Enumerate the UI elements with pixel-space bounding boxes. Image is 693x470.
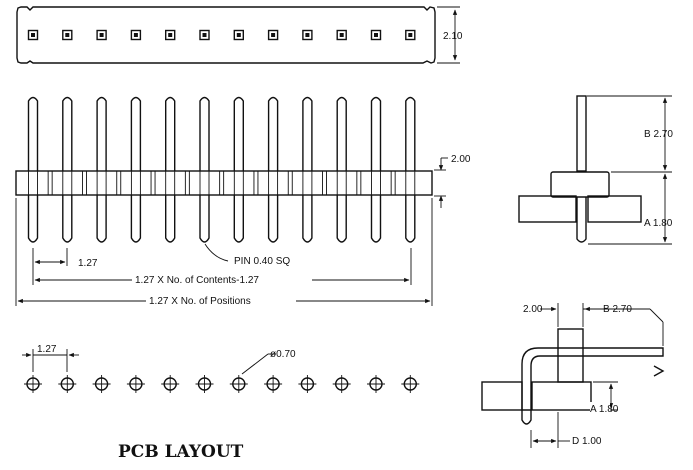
top-pin-center — [374, 33, 378, 37]
side-b-label: B 2.70 — [644, 129, 673, 140]
top-pin-square — [233, 29, 245, 41]
positions-formula-label: 1.27 X No. of Positions — [149, 296, 251, 307]
top-pin-square — [267, 29, 279, 41]
top-pin-center — [236, 33, 241, 37]
front-pin-upper — [302, 96, 313, 171]
front-pin-lower — [370, 195, 382, 243]
pcb-holes — [24, 375, 420, 393]
top-pin-center — [408, 33, 413, 37]
right-angle-view: 2.00 B 2.70 A 1.80 D 1.00 — [481, 303, 665, 448]
front-pin-upper — [370, 96, 382, 171]
front-pin-upper — [336, 96, 347, 171]
pcb-pitch-label: 1.27 — [37, 344, 57, 355]
pin-size-label: PIN 0.40 SQ — [234, 256, 290, 267]
top-pin-center — [31, 33, 35, 37]
top-pin-center — [271, 33, 276, 37]
front-pin-upper — [62, 96, 73, 171]
top-pin-square — [199, 29, 210, 41]
front-pin-lower — [336, 195, 347, 243]
front-pin-lower — [199, 195, 210, 243]
contents-formula-label: 1.27 X No. of Contents-1.27 — [135, 275, 259, 286]
pitch-label: 1.27 — [78, 258, 98, 269]
front-pin-upper — [405, 96, 416, 171]
front-pin-lower — [62, 195, 73, 243]
front-pin-lower — [233, 195, 244, 243]
top-pin-square — [130, 29, 142, 41]
front-pin-upper — [165, 96, 176, 171]
front-pin-lower — [267, 195, 279, 243]
pcb-layout-title: PCB LAYOUT — [118, 442, 244, 462]
front-pin-lower — [130, 195, 142, 243]
housing-height-label: 2.00 — [451, 154, 471, 165]
ra-a-label: A 1.80 — [590, 404, 619, 415]
side-a-label: A 1.80 — [644, 218, 673, 229]
ra-d-label: D 1.00 — [572, 436, 602, 447]
front-pin-upper — [130, 96, 142, 171]
top-pin-center — [202, 33, 207, 37]
top-pin-square — [62, 29, 73, 41]
front-pin-lower — [302, 195, 313, 243]
ra-b-label: B 2.70 — [603, 304, 632, 315]
front-pin-lower — [27, 195, 39, 243]
top-view: 2.10 — [16, 6, 463, 64]
front-pin-upper — [27, 96, 39, 171]
hole-diameter-label: ø0.70 — [270, 349, 296, 360]
top-pin-center — [99, 33, 104, 37]
front-view: 2.00 PIN 0.40 SQ 1.27 1.27 X No. of Cont… — [15, 96, 471, 307]
top-pin-square — [27, 29, 39, 41]
top-pin-center — [339, 33, 344, 37]
front-pin-upper — [96, 96, 107, 171]
front-pin-upper — [267, 96, 279, 171]
front-pin-upper — [233, 96, 244, 171]
top-pin-square — [96, 29, 107, 41]
top-pin-square — [302, 29, 313, 41]
side-view: B 2.70 A 1.80 — [518, 95, 673, 245]
top-pin-square — [336, 29, 347, 41]
front-pin-lower — [165, 195, 176, 243]
top-height-label: 2.10 — [443, 31, 463, 42]
top-pin-center — [133, 33, 138, 37]
top-pin-center — [168, 33, 173, 37]
top-view-outline — [16, 6, 436, 64]
top-view-pins — [27, 29, 416, 41]
top-pin-square — [370, 29, 382, 41]
front-pin-upper — [199, 96, 210, 171]
front-view-pins — [27, 96, 416, 243]
front-pin-lower — [96, 195, 107, 243]
top-pin-square — [405, 29, 416, 41]
top-pin-center — [305, 33, 310, 37]
ra-width-label: 2.00 — [523, 304, 543, 315]
front-pin-lower — [405, 195, 416, 243]
top-pin-center — [65, 33, 70, 37]
top-pin-square — [164, 29, 176, 41]
pcb-layout: 1.27 ø0.70 PCB LAYOUT — [22, 344, 420, 462]
